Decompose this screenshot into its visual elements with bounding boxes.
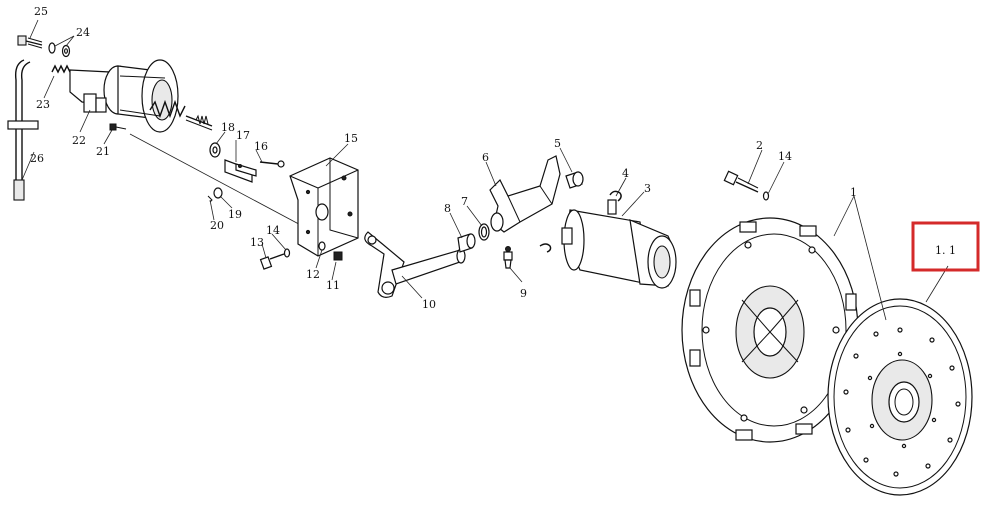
part-10-shift-shaft[interactable] [364, 231, 466, 298]
booster-push-rod[interactable] [149, 99, 213, 131]
callout-21: 21 [96, 145, 110, 158]
part-1-pressure-plate[interactable] [681, 217, 859, 443]
callout-7: 7 [461, 195, 468, 208]
callout-12: 12 [306, 268, 320, 281]
callout-22: 22 [72, 134, 86, 147]
callout-labels: 25 24 23 22 21 26 18 17 16 15 19 20 14 1… [30, 5, 857, 311]
part-14-washer[interactable] [762, 191, 770, 201]
callout-9: 9 [520, 287, 527, 300]
part-2-bolt[interactable] [723, 170, 759, 193]
part-15-bracket[interactable] [289, 157, 359, 257]
disc-rivet-holes [843, 327, 961, 477]
callout-3: 3 [644, 182, 651, 195]
callout-15: 15 [344, 132, 358, 145]
part-14-spring-washer[interactable] [283, 248, 291, 258]
callout-11: 11 [326, 279, 340, 292]
leader-lines [21, 19, 949, 321]
part-3-release-bearing[interactable] [561, 199, 677, 289]
callout-26: 26 [30, 152, 44, 165]
part-21-bolt[interactable] [109, 123, 127, 131]
part-19-washer[interactable] [213, 187, 223, 199]
callout-16: 16 [254, 140, 268, 153]
callout-10: 10 [422, 298, 436, 311]
part-1-1-clutch-disc[interactable] [827, 298, 973, 496]
part-11-nut[interactable] [333, 251, 343, 261]
part-23-spring[interactable] [51, 64, 71, 74]
highlight-box [911, 221, 980, 272]
part-9-grease-fitting[interactable] [503, 246, 513, 269]
part-22-booster-cylinder[interactable] [69, 59, 179, 133]
part-7-o-ring[interactable] [478, 223, 490, 241]
callout-1: 1 [850, 186, 857, 199]
part-13-bolt[interactable] [259, 253, 285, 270]
callout-25: 25 [34, 5, 48, 18]
callout-8: 8 [444, 202, 451, 215]
callout-13: 13 [250, 236, 264, 249]
part-6-release-fork[interactable] [489, 155, 561, 233]
callout-23: 23 [36, 98, 50, 111]
callout-17: 17 [236, 129, 250, 142]
callout-2: 2 [756, 139, 763, 152]
part-18-nut[interactable] [209, 142, 221, 158]
callout-24: 24 [76, 26, 90, 39]
callout-1-1: 1. 1 [935, 244, 956, 257]
part-4-spring-clip[interactable] [539, 190, 622, 253]
highlight-callout-1-1[interactable]: 1. 1 [911, 221, 980, 272]
callout-5: 5 [554, 137, 561, 150]
callout-14a: 14 [266, 224, 280, 237]
part-5-bush[interactable] [565, 171, 584, 189]
callout-6: 6 [482, 151, 489, 164]
callout-14b: 14 [778, 150, 792, 163]
part-12-washer[interactable] [318, 241, 326, 251]
part-16-pin[interactable] [259, 160, 285, 168]
callout-20: 20 [210, 219, 224, 232]
callout-18: 18 [221, 121, 235, 134]
part-17-clevis[interactable] [224, 159, 257, 183]
part-25-bolt[interactable] [17, 35, 43, 49]
callout-19: 19 [228, 208, 242, 221]
part-26-hose[interactable] [7, 59, 39, 201]
callout-4: 4 [622, 167, 629, 180]
part-8-bushing[interactable] [457, 233, 476, 253]
